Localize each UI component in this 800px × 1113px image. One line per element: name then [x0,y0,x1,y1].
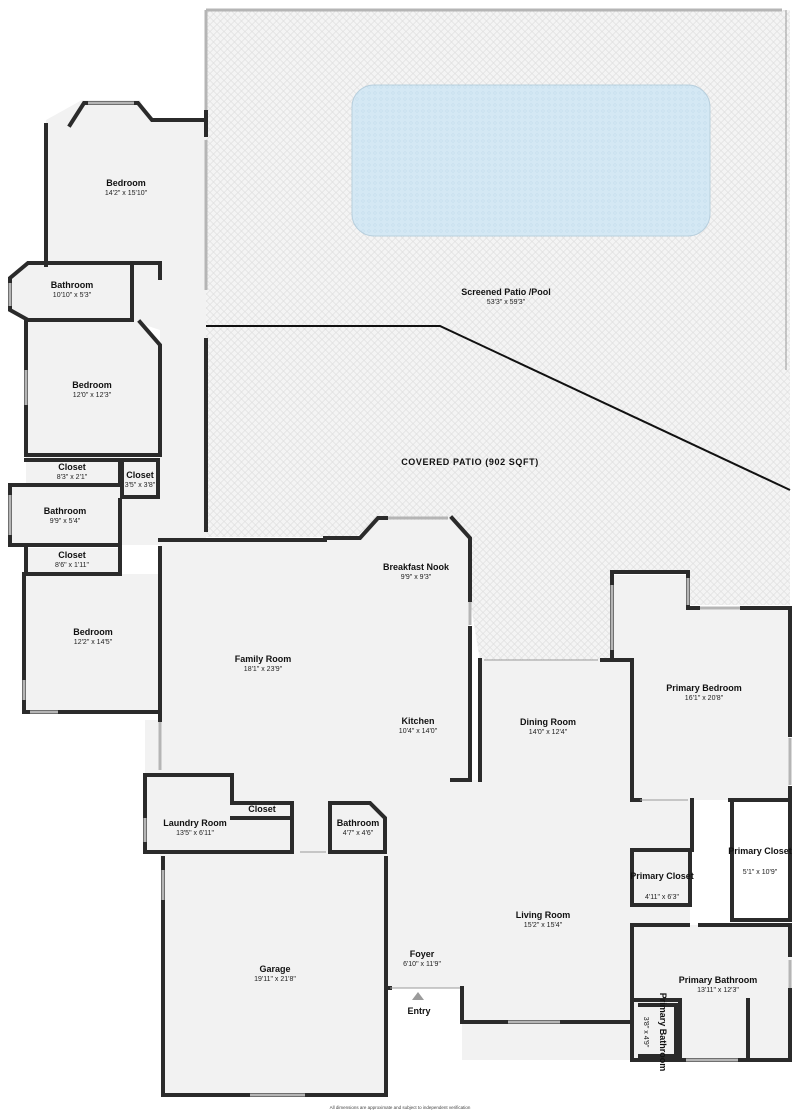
patio-dim: 53'3" x 59'3" [487,299,526,306]
room-name: Primary Closet [630,871,694,881]
footer-disclaimer: All dimensions are approximate and subje… [330,1105,471,1110]
room-name: Bedroom [73,627,113,637]
room-dim: 16'1" x 20'8" [685,695,724,702]
room-dim: 14'0" x 12'4" [529,729,568,736]
room-dim: 15'2" x 15'4" [524,922,563,929]
room-name: Closet [248,804,276,814]
room-name: Bathroom [44,506,87,516]
room-dim: 12'2" x 14'5" [74,639,113,646]
room-name: Laundry Room [163,818,227,828]
room-dim: 10'10" x 5'3" [53,292,92,299]
covered-patio-label: COVERED PATIO (902 SQFT) [401,457,539,467]
room-name: Bathroom [51,280,94,290]
room-dim: 13'11" x 12'3" [697,987,739,994]
room-name: Closet [58,550,86,560]
room-name: Bedroom [106,178,146,188]
room-dim: 6'10" x 11'9" [403,961,441,968]
entry-label: Entry [407,1006,430,1016]
room-dim: 4'7" x 4'6" [343,830,374,837]
room-name: Garage [259,964,290,974]
pool [351,84,711,237]
walls [8,101,792,1097]
room-name: Closet [58,462,86,472]
room-name: Dining Room [520,717,576,727]
room-name: Foyer [410,949,435,959]
entry-arrow-icon [412,992,424,1000]
room-name: Living Room [516,910,571,920]
room-dim: 5'1" x 10'9" [743,869,778,876]
interior-floor [10,100,792,1093]
room-name: Bedroom [72,380,112,390]
room-dim: 3'5" x 3'8" [125,482,156,489]
room-name: Kitchen [401,716,434,726]
room-name: Primary Bedroom [666,683,742,693]
room-name: Breakfast Nook [383,562,450,572]
patio-name: Screened Patio /Pool [461,287,551,297]
room-dim: 12'0" x 12'3" [73,392,112,399]
room-dim: 14'2" x 15'10" [105,190,148,197]
room-name: Closet [126,470,154,480]
room-dim: 10'4" x 14'0" [399,728,438,735]
room-name: Primary Bathroom [658,993,668,1072]
room-name: Primary Bathroom [679,975,758,985]
room-labels: Bedroom 14'2" x 15'10" Bathroom 10'10" x… [44,178,792,1071]
room-dim: 3'8" x 4'9" [642,1017,649,1048]
room-dim: 9'9" x 9'3" [401,574,432,581]
room-dim: 8'6" x 1'11" [55,562,89,569]
room-dim: 8'3" x 2'1" [57,474,88,481]
room-dim: 18'1" x 23'9" [244,666,283,673]
room-dim: 9'9" x 5'4" [50,518,81,525]
room-dim: 4'11" x 6'3" [645,894,679,901]
room-dim: 13'5" x 6'11" [176,830,214,837]
room-name: Family Room [235,654,292,664]
room-dim: 19'11" x 21'8" [254,976,296,983]
room-name: Primary Closet [728,846,792,856]
room-name: Bathroom [337,818,380,828]
covered-patio-boundary [206,325,791,491]
